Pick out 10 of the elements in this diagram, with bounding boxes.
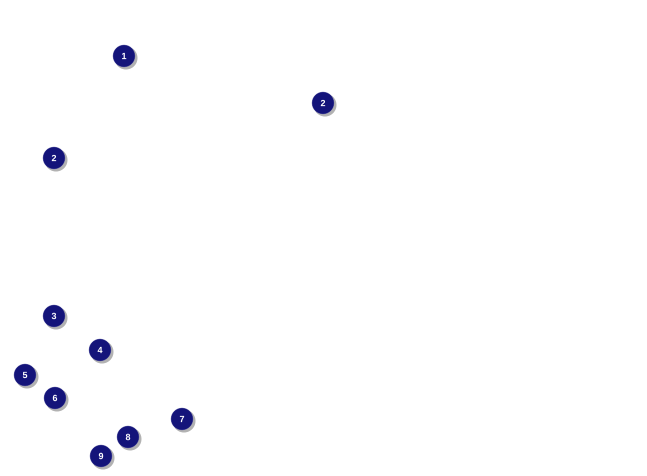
callout-number: 7 [170,408,196,432]
callout-number: 3 [42,304,68,330]
callout-number: 9 [90,444,114,470]
callout-number: 6 [44,386,68,412]
callout-number: 2 [312,92,336,116]
callout-number: 4 [88,338,114,364]
callout-number: 5 [14,364,38,388]
callout-number: 2 [42,146,68,172]
callout-number: 1 [112,44,138,70]
callout-number: 8 [116,426,142,450]
